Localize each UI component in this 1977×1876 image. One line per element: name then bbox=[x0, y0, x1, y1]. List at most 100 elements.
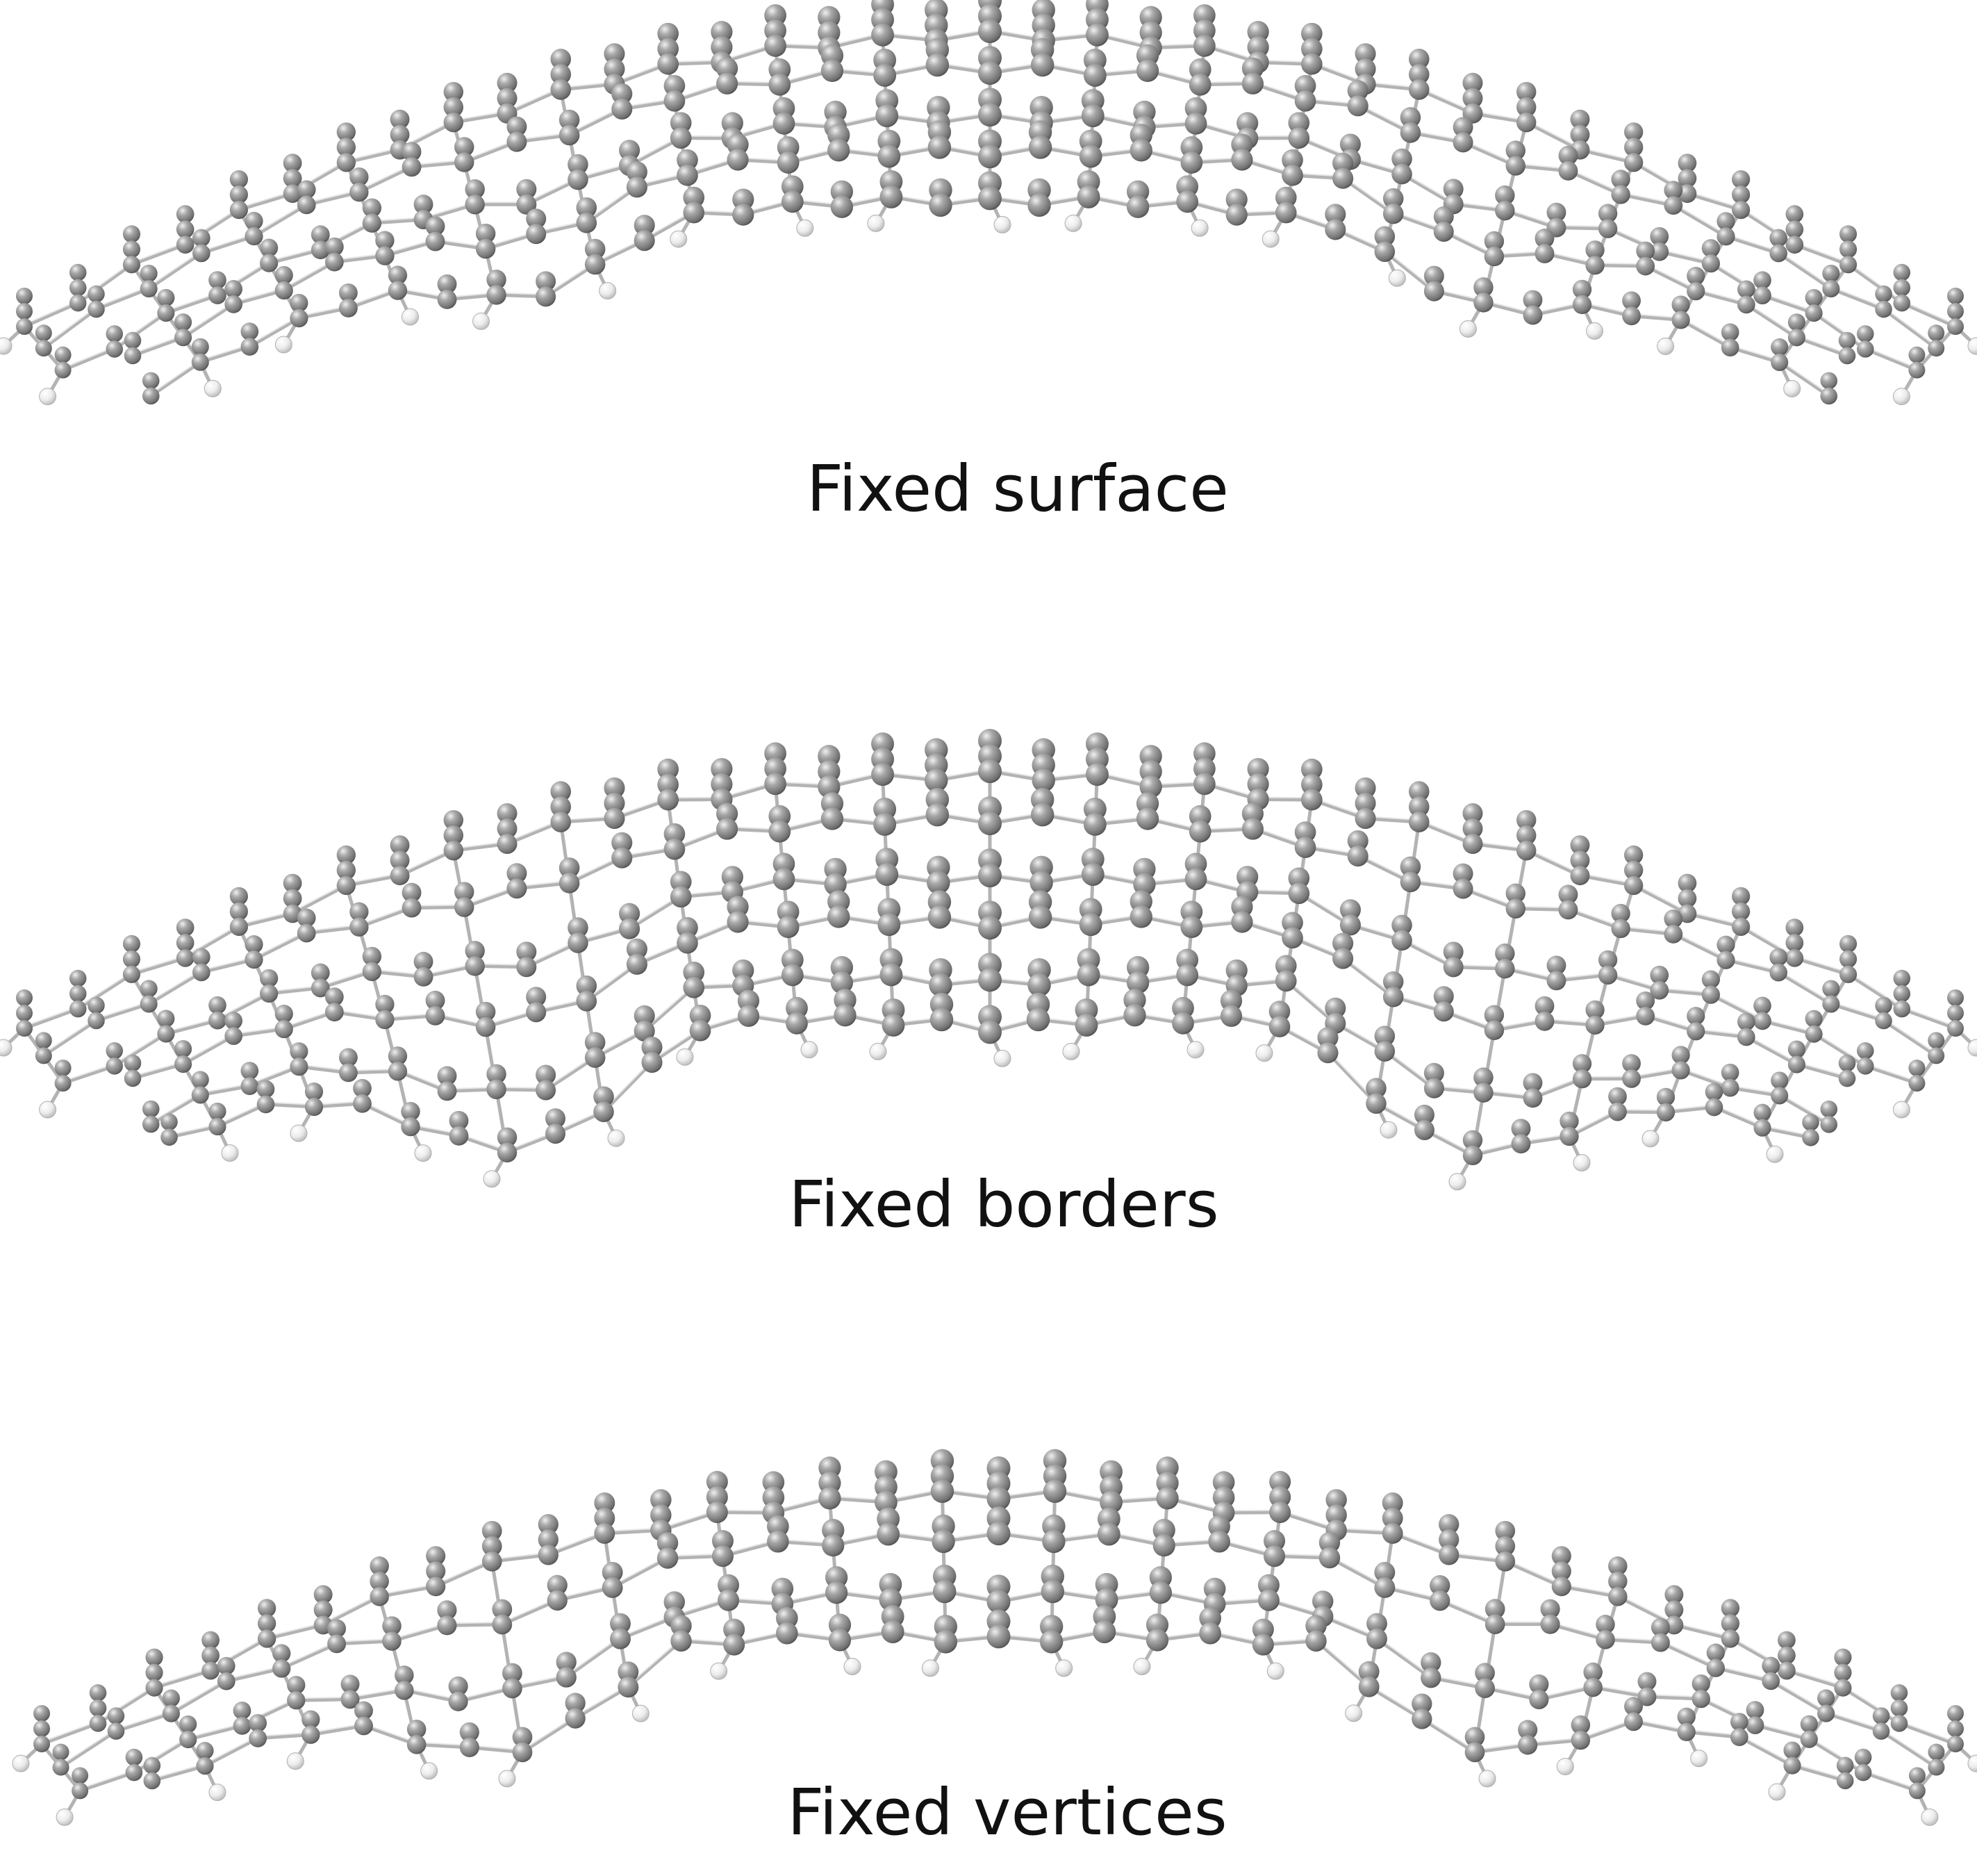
c-c-bond bbox=[95, 287, 150, 311]
c-c-bond bbox=[1284, 979, 1337, 1025]
carbon-atom bbox=[1890, 1700, 1908, 1717]
carbon-atom bbox=[1495, 1551, 1516, 1572]
carbon-atom bbox=[1312, 1590, 1334, 1612]
carbon-atom bbox=[88, 1012, 105, 1030]
c-c-bond bbox=[1755, 1722, 1810, 1738]
carbon-atom bbox=[877, 913, 901, 937]
carbon-atom bbox=[657, 38, 679, 60]
carbon-atom bbox=[1391, 914, 1412, 936]
carbon-atom bbox=[1275, 201, 1297, 224]
hydrogen-atom bbox=[1345, 1704, 1363, 1722]
carbon-atom bbox=[1805, 1025, 1823, 1043]
carbon-atom bbox=[1083, 63, 1107, 87]
c-c-bond bbox=[1778, 361, 1830, 397]
c-c-bond bbox=[183, 302, 234, 336]
carbon-atom bbox=[375, 994, 395, 1014]
carbon-atom bbox=[388, 281, 408, 300]
carbon-atom bbox=[443, 825, 463, 846]
carbon-atom bbox=[1523, 305, 1543, 325]
carbon-atom bbox=[786, 1012, 808, 1035]
carbon-atom bbox=[1596, 1630, 1615, 1649]
c-c-bond bbox=[1792, 1763, 1846, 1779]
carbon-atom bbox=[1495, 943, 1515, 964]
carbon-atom bbox=[1875, 285, 1892, 303]
c-c-bond bbox=[1672, 932, 1727, 962]
carbon-atom bbox=[1516, 112, 1537, 133]
carbon-atom bbox=[1721, 1614, 1740, 1633]
carbon-atom bbox=[375, 231, 395, 250]
carbon-atom bbox=[568, 169, 588, 190]
carbon-atom bbox=[124, 347, 142, 365]
carbon-atom bbox=[683, 976, 705, 998]
carbon-atom bbox=[1671, 311, 1690, 329]
carbon-atom bbox=[1409, 796, 1430, 817]
c-c-bond bbox=[1794, 955, 1848, 973]
carbon-atom bbox=[1176, 948, 1199, 971]
carbon-atom bbox=[481, 1520, 502, 1541]
carbon-atom bbox=[1636, 992, 1655, 1010]
carbon-atom bbox=[413, 966, 433, 987]
carbon-atom bbox=[1414, 1119, 1434, 1140]
carbon-atom bbox=[1400, 107, 1421, 128]
carbon-atom bbox=[986, 1522, 1011, 1546]
carbon-atom bbox=[448, 1691, 468, 1711]
carbon-atom bbox=[1523, 1088, 1543, 1108]
carbon-atom bbox=[1834, 1648, 1852, 1666]
carbon-atom bbox=[663, 90, 686, 112]
carbon-atom bbox=[1282, 164, 1303, 186]
carbon-atom bbox=[506, 863, 527, 884]
carbon-atom bbox=[1462, 803, 1483, 823]
carbon-atom bbox=[1325, 204, 1346, 225]
c-c-bond bbox=[1899, 1720, 1956, 1743]
carbon-atom bbox=[142, 387, 160, 405]
c-c-bond bbox=[1864, 346, 1917, 369]
carbon-atom bbox=[641, 1036, 663, 1058]
carbon-atom bbox=[1785, 236, 1804, 254]
carbon-atom bbox=[670, 1615, 692, 1636]
c-c-bond bbox=[151, 1764, 206, 1783]
carbon-atom bbox=[1572, 295, 1592, 315]
carbon-atom bbox=[1753, 996, 1771, 1015]
carbon-atom bbox=[1374, 226, 1396, 247]
carbon-atom bbox=[711, 1530, 734, 1552]
carbon-atom bbox=[1947, 989, 1964, 1006]
hydrogen-atom bbox=[1062, 1042, 1080, 1060]
carbon-atom bbox=[875, 863, 899, 886]
c-c-bond bbox=[149, 361, 201, 397]
carbon-atom bbox=[1608, 1572, 1628, 1591]
carbon-atom bbox=[192, 948, 210, 966]
c-c-bond bbox=[1864, 1063, 1917, 1082]
carbon-atom bbox=[1546, 955, 1566, 976]
carbon-atom bbox=[35, 324, 52, 342]
carbon-atom bbox=[497, 803, 518, 823]
carbon-atom bbox=[176, 236, 195, 254]
c-c-bond bbox=[266, 1623, 324, 1640]
hydrogen-atom bbox=[1657, 337, 1675, 355]
carbon-atom bbox=[827, 139, 850, 162]
carbon-atom bbox=[313, 1600, 333, 1620]
carbon-atom bbox=[336, 122, 356, 142]
carbon-atom bbox=[1893, 279, 1911, 297]
c-c-bond bbox=[148, 969, 202, 1003]
carbon-atom bbox=[1220, 989, 1243, 1012]
carbon-atom bbox=[145, 1663, 163, 1681]
carbon-atom bbox=[1687, 1022, 1705, 1041]
carbon-atom bbox=[1737, 1028, 1755, 1046]
carbon-atom bbox=[260, 254, 279, 272]
c-c-bond bbox=[201, 234, 255, 255]
carbon-atom bbox=[732, 959, 754, 982]
c-c-bond bbox=[266, 1622, 324, 1638]
c-c-bond bbox=[42, 308, 97, 350]
hydrogen-atom bbox=[274, 336, 292, 354]
carbon-atom bbox=[732, 204, 754, 226]
carbon-atom bbox=[559, 109, 580, 131]
carbon-atom bbox=[89, 1684, 107, 1702]
hydrogen-atom bbox=[867, 214, 885, 232]
c-c-bond bbox=[76, 973, 133, 1011]
carbon-atom bbox=[229, 902, 248, 921]
carbon-atom bbox=[1746, 1716, 1764, 1734]
c-c-bond bbox=[627, 1639, 683, 1689]
carbon-atom bbox=[1706, 1643, 1725, 1662]
c-c-bond bbox=[1864, 1064, 1918, 1085]
carbon-atom bbox=[217, 1656, 235, 1675]
